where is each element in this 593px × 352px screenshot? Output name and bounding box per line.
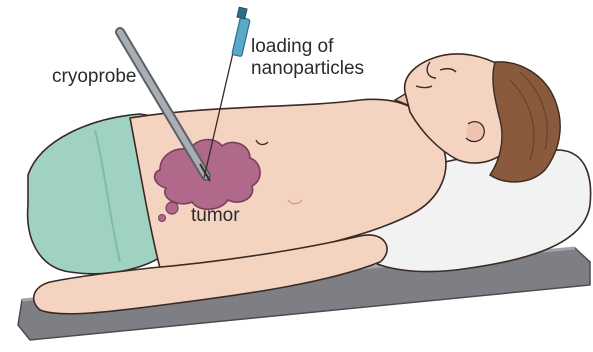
tumor-bubble-1 xyxy=(166,202,178,214)
tumor-label: tumor xyxy=(191,205,240,227)
ear xyxy=(466,122,484,142)
nanoparticle-loading-label: loading of nanoparticles xyxy=(251,36,364,80)
loading-label-line-2: nanoparticles xyxy=(251,58,364,80)
hair xyxy=(490,62,560,182)
cryoprobe-label: cryoprobe xyxy=(52,66,137,88)
loading-label-line-1: loading of xyxy=(251,36,333,57)
tumor-bubble-2 xyxy=(159,215,166,222)
